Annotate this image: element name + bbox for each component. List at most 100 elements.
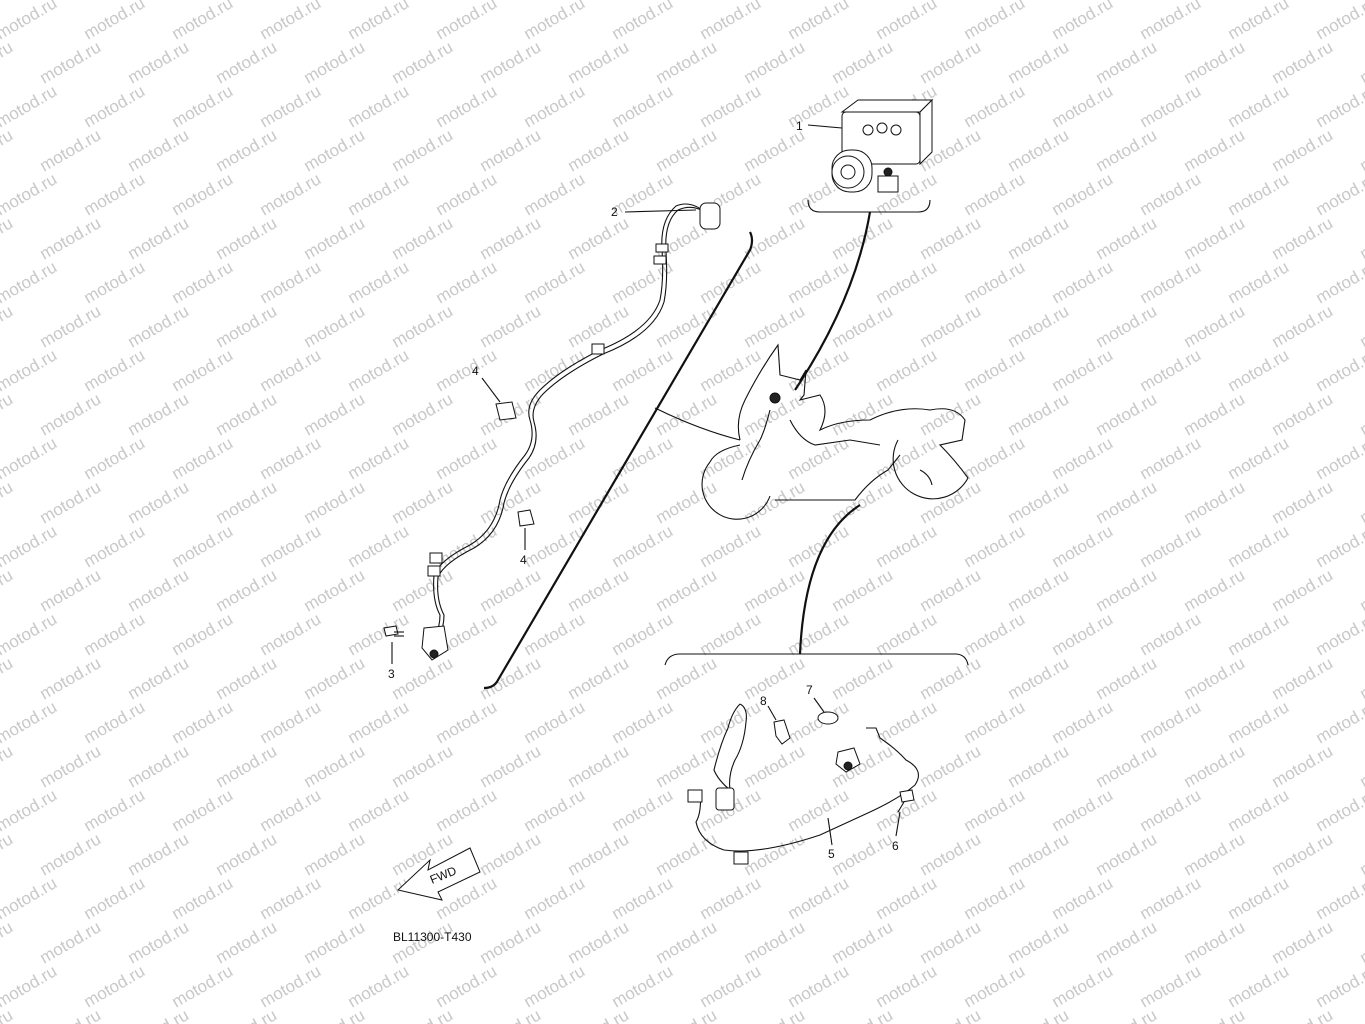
- watermark-text: motod.ru: [1093, 213, 1161, 263]
- watermark-text: motod.ru: [0, 565, 16, 615]
- watermark-text: motod.ru: [37, 653, 105, 703]
- watermark-text: motod.ru: [961, 521, 1029, 571]
- watermark-text: motod.ru: [389, 477, 457, 527]
- watermark-text: motod.ru: [697, 873, 765, 923]
- watermark-text: motod.ru: [1049, 169, 1117, 219]
- watermark-text: motod.ru: [389, 741, 457, 791]
- watermark-text: motod.ru: [301, 917, 369, 967]
- diagram-code: BL11300-T430: [393, 930, 472, 944]
- watermark-text: motod.ru: [1269, 829, 1337, 879]
- watermark-text: motod.ru: [1313, 169, 1365, 219]
- watermark-text: motod.ru: [301, 653, 369, 703]
- watermark-text: motod.ru: [1137, 433, 1205, 483]
- watermark-text: motod.ru: [521, 873, 589, 923]
- watermark-text: motod.ru: [125, 829, 193, 879]
- callout-7: 7: [806, 683, 813, 697]
- watermark-text: motod.ru: [477, 741, 545, 791]
- watermark-text: motod.ru: [125, 653, 193, 703]
- watermark-text: motod.ru: [1093, 917, 1161, 967]
- watermark-text: motod.ru: [1181, 477, 1249, 527]
- watermark-text: motod.ru: [257, 345, 325, 395]
- watermark-text: motod.ru: [0, 873, 60, 923]
- abs-leader-line: [794, 211, 872, 391]
- watermark-text: motod.ru: [1093, 741, 1161, 791]
- watermark-text: motod.ru: [1005, 477, 1073, 527]
- clip-part-4-lower: [517, 509, 535, 527]
- watermark-text: motod.ru: [609, 785, 677, 835]
- watermark-text: motod.ru: [0, 961, 60, 1011]
- watermark-text: motod.ru: [1049, 345, 1117, 395]
- watermark-text: motod.ru: [961, 785, 1029, 835]
- watermark-text: motod.ru: [81, 785, 149, 835]
- watermark-text: motod.ru: [1269, 125, 1337, 175]
- watermark-text: motod.ru: [917, 653, 985, 703]
- watermark-text: motod.ru: [345, 0, 413, 43]
- watermark-text: motod.ru: [1269, 213, 1337, 263]
- watermark-text: motod.ru: [653, 125, 721, 175]
- watermark-text: motod.ru: [1093, 829, 1161, 879]
- watermark-text: motod.ru: [477, 565, 545, 615]
- watermark-text: motod.ru: [829, 565, 897, 615]
- watermark-text: motod.ru: [829, 1005, 897, 1024]
- watermark-text: motod.ru: [1357, 1005, 1365, 1024]
- watermark-text: motod.ru: [961, 609, 1029, 659]
- watermark-text: motod.ru: [653, 653, 721, 703]
- watermark-text: motod.ru: [1093, 125, 1161, 175]
- watermark-text: motod.ru: [521, 257, 589, 307]
- watermark-text: motod.ru: [345, 697, 413, 747]
- watermark-text: motod.ru: [1269, 1005, 1337, 1024]
- watermark-text: motod.ru: [521, 697, 589, 747]
- watermark-text: motod.ru: [81, 521, 149, 571]
- watermark-text: motod.ru: [1093, 1005, 1161, 1024]
- watermark-text: motod.ru: [521, 609, 589, 659]
- watermark-text: motod.ru: [0, 257, 60, 307]
- watermark-text: motod.ru: [1225, 521, 1293, 571]
- watermark-text: motod.ru: [1005, 653, 1073, 703]
- watermark-text: motod.ru: [1137, 521, 1205, 571]
- watermark-text: motod.ru: [1093, 389, 1161, 439]
- watermark-text: motod.ru: [1225, 873, 1293, 923]
- watermark-text: motod.ru: [0, 829, 16, 879]
- watermark-text: motod.ru: [697, 961, 765, 1011]
- watermark-text: motod.ru: [1313, 433, 1365, 483]
- watermark-text: motod.ru: [1005, 741, 1073, 791]
- watermark-text: motod.ru: [389, 301, 457, 351]
- watermark-text: motod.ru: [1137, 609, 1205, 659]
- watermark-text: motod.ru: [37, 213, 105, 263]
- clip-part-4-upper: [495, 401, 517, 421]
- watermark-text: motod.ru: [521, 433, 589, 483]
- rear-wheel-sensor-lead: [687, 703, 919, 865]
- clip-part-8: [773, 719, 791, 745]
- watermark-text: motod.ru: [345, 169, 413, 219]
- clamp-part-7: [817, 711, 839, 725]
- front-leader-line: [654, 407, 741, 441]
- watermark-text: motod.ru: [1269, 653, 1337, 703]
- watermark-text: motod.ru: [609, 697, 677, 747]
- watermark-text: motod.ru: [1313, 961, 1365, 1011]
- watermark-text: motod.ru: [609, 81, 677, 131]
- watermark-text: motod.ru: [37, 37, 105, 87]
- watermark-text: motod.ru: [0, 37, 16, 87]
- watermark-text: motod.ru: [0, 741, 16, 791]
- watermark-text: motod.ru: [521, 961, 589, 1011]
- watermark-text: motod.ru: [565, 829, 633, 879]
- watermark-text: motod.ru: [433, 257, 501, 307]
- watermark-text: motod.ru: [81, 345, 149, 395]
- watermark-text: motod.ru: [477, 1005, 545, 1024]
- watermark-text: motod.ru: [609, 609, 677, 659]
- watermark-text: motod.ru: [0, 125, 16, 175]
- watermark-text: motod.ru: [213, 301, 281, 351]
- watermark-text: motod.ru: [1005, 1005, 1073, 1024]
- watermark-text: motod.ru: [1005, 213, 1073, 263]
- watermark-text: motod.ru: [565, 125, 633, 175]
- watermark-text: motod.ru: [169, 785, 237, 835]
- watermark-text: motod.ru: [169, 873, 237, 923]
- watermark-text: motod.ru: [0, 653, 16, 703]
- watermark-text: motod.ru: [1049, 785, 1117, 835]
- watermark-text: motod.ru: [829, 917, 897, 967]
- watermark-text: motod.ru: [1313, 345, 1365, 395]
- watermark-text: motod.ru: [873, 609, 941, 659]
- watermark-text: motod.ru: [1049, 257, 1117, 307]
- rear-leader-line: [798, 504, 861, 655]
- fwd-arrow: FWD: [396, 847, 481, 901]
